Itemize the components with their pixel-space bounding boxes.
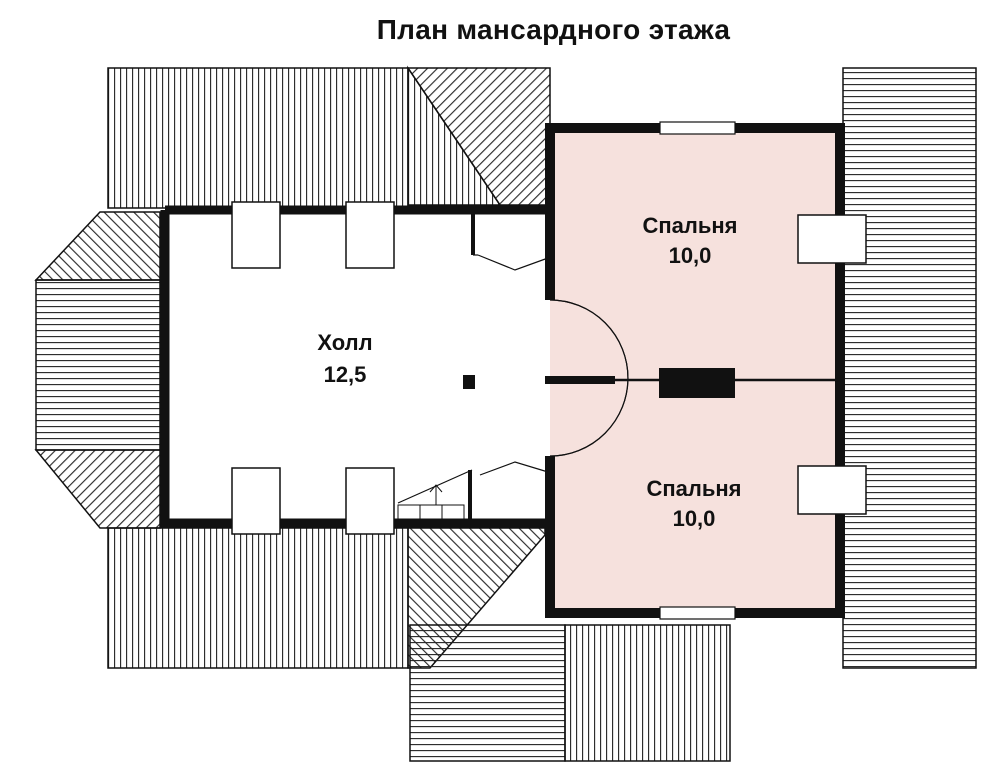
roof-top-left: [107, 65, 551, 209]
hall-area: 12,5: [324, 362, 367, 387]
roof-bottom-center: [409, 624, 731, 762]
hall-name: Холл: [317, 330, 372, 355]
roof-left: [34, 211, 161, 529]
hall-fixtures: [397, 210, 549, 523]
bedroom-top-name: Спальня: [642, 213, 737, 238]
column-post: [463, 375, 475, 389]
bedrooms-block: [543, 121, 845, 620]
roof-right: [842, 67, 977, 669]
bedroom-top-area: 10,0: [669, 243, 712, 268]
bedroom-bottom-name: Спальня: [646, 476, 741, 501]
bedroom-bottom-area: 10,0: [673, 506, 716, 531]
dormers: [231, 201, 867, 535]
plan-title: План мансардного этажа: [376, 14, 731, 45]
